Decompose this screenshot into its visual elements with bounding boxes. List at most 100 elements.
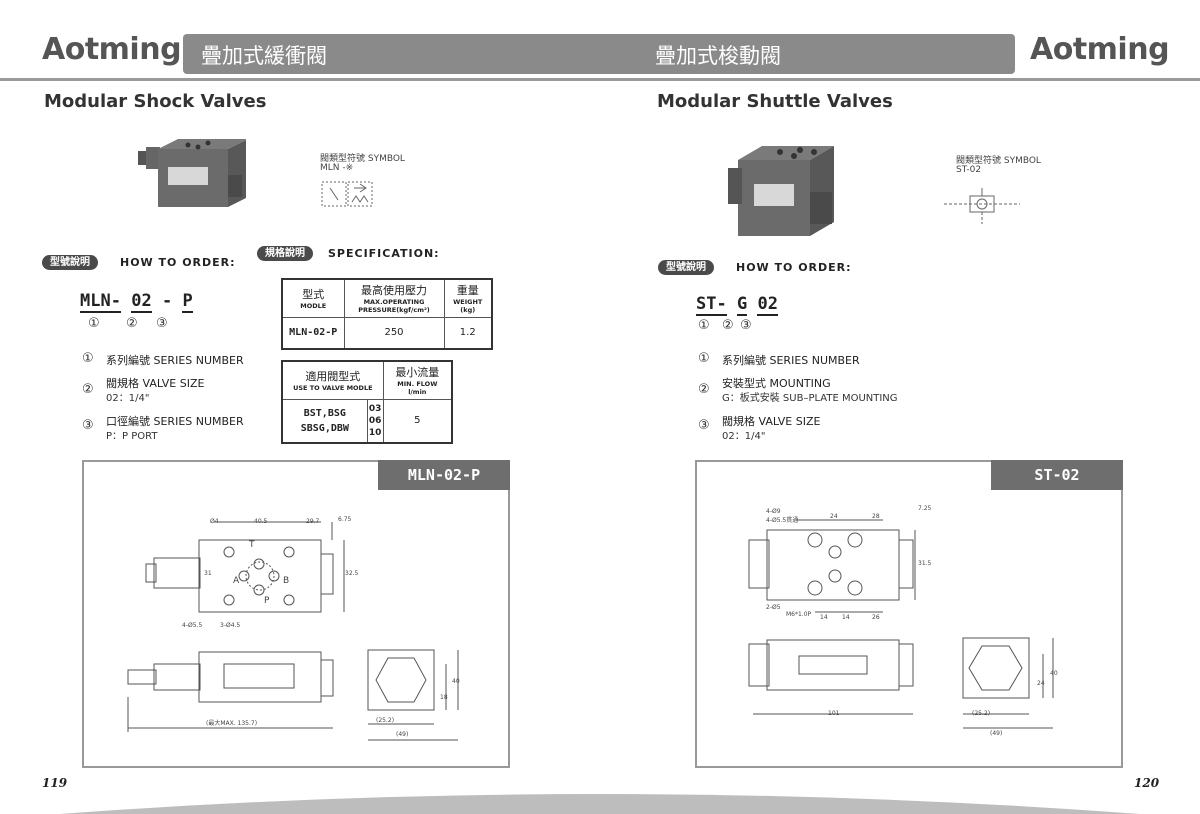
code-part: ST-: [696, 294, 727, 316]
td-size: 10: [368, 427, 382, 438]
dim: 24: [1037, 680, 1045, 687]
page-number-right: 120: [1134, 776, 1160, 790]
dim: 6.75: [338, 516, 352, 523]
th-pressure: 最高使用壓力: [361, 284, 427, 298]
code-num: ②: [126, 316, 138, 331]
shock-valve-drawing: [127, 521, 459, 741]
right-drawing-frame: ST-02: [695, 460, 1123, 768]
dim: 101: [828, 710, 840, 717]
item-num: ③: [698, 418, 710, 433]
dim: 40: [1050, 670, 1058, 677]
dim: (25.2): [376, 717, 395, 724]
dim: 7.25: [918, 505, 932, 512]
dim: 26: [872, 614, 880, 621]
item-num: ②: [82, 382, 94, 397]
dim: 18: [440, 694, 448, 701]
th-pressure-en: MAX.OPERATING PRESSURE(kgf/cm²): [358, 298, 430, 315]
spec-label: SPECIFICATION:: [328, 247, 440, 260]
right-symbol-label: 閥類型符號 SYMBOL: [956, 156, 1041, 166]
right-drawing-tag: ST-02: [991, 460, 1123, 490]
code-part: P: [182, 291, 193, 313]
left-order-label: HOW TO ORDER:: [120, 256, 236, 269]
port-label: T: [249, 540, 255, 550]
dim: 31: [204, 570, 212, 577]
item-sub: 02：1/4": [722, 431, 766, 442]
item-title: 閥規格 VALVE SIZE: [106, 377, 205, 390]
item-title: 閥規格 VALVE SIZE: [722, 415, 821, 428]
td-size: 06: [368, 415, 382, 426]
item-title: 系列編號 SERIES NUMBER: [106, 354, 244, 367]
item-num: ①: [698, 351, 710, 366]
header-left-title: 疊加式緩衝閥: [201, 44, 327, 68]
code-num: ③: [156, 316, 168, 331]
dim: 31.5: [918, 560, 932, 567]
dim: 14: [820, 614, 828, 621]
dim: (25.2): [972, 710, 991, 717]
shuttle-valve-drawing: [748, 519, 1054, 729]
brand-logo-right: Aotming: [1030, 32, 1170, 67]
footer-swoosh: [60, 794, 1140, 814]
shuttle-valve-symbol: [944, 188, 1020, 224]
td-flow: 5: [382, 398, 453, 444]
right-symbol-code: ST-02: [956, 165, 982, 175]
code-num: ①: [698, 318, 710, 333]
item-title: 口徑編號 SERIES NUMBER: [106, 415, 244, 428]
port-label: P: [264, 596, 270, 606]
th-flow-en: MIN. FLOW l/min: [397, 380, 438, 397]
left-drawing-tag: MLN-02-P: [378, 460, 510, 490]
dim: 24: [830, 513, 838, 520]
right-order-label: HOW TO ORDER:: [736, 261, 852, 274]
item-sub: P：P PORT: [106, 431, 158, 442]
item-title: 系列編號 SERIES NUMBER: [722, 354, 860, 367]
header-rule: [0, 78, 1200, 81]
dim: 4-Ø9: [766, 508, 781, 515]
dim: 14: [842, 614, 850, 621]
shock-valve-photo: [138, 139, 246, 207]
item-sub: 02：1/4": [106, 393, 150, 404]
dim: 40: [452, 678, 460, 685]
code-part: -: [161, 291, 173, 311]
dim: M6*1.0P: [786, 611, 812, 618]
spec-badge: 規格說明: [257, 246, 313, 261]
shuttle-valve-photo: [728, 146, 834, 236]
th-model: 型式: [302, 288, 325, 302]
dim: 40.5: [254, 518, 268, 525]
dim: 2-Ø5: [766, 604, 781, 611]
dim: 29.7: [306, 518, 320, 525]
td-models: BST,BSG SBSG,DBW: [281, 398, 368, 444]
th-use-en: USE TO VALVE MODLE: [293, 384, 373, 393]
item-num: ③: [82, 418, 94, 433]
left-page-title: Modular Shock Valves: [44, 91, 267, 112]
code-part: MLN-: [80, 291, 121, 313]
dim: 4-Ø5.5: [182, 622, 203, 629]
left-symbol-label: 閥類型符號 SYMBOL: [320, 154, 405, 164]
dim: 28: [872, 513, 880, 520]
dim: (最大MAX. 135.7): [206, 720, 258, 727]
brand-logo-left: Aotming: [42, 32, 182, 67]
page-number-left: 119: [42, 776, 68, 790]
th-use: 適用閥型式: [305, 370, 361, 384]
dim: 4-Ø5.5貫通: [766, 517, 799, 524]
right-order-badge: 型號說明: [658, 260, 714, 275]
dim: 32.5: [345, 570, 359, 577]
item-num: ②: [698, 382, 710, 397]
left-order-badge: 型號說明: [42, 255, 98, 270]
dim: (49): [990, 730, 1003, 737]
item-sub: G：板式安裝 SUB–PLATE MOUNTING: [722, 393, 898, 404]
td-weight: 1.2: [443, 316, 493, 350]
td-pressure: 250: [343, 316, 445, 350]
left-order-code: MLN- 02 - P: [80, 291, 193, 313]
dim: Ø4: [210, 518, 219, 525]
code-part: 02: [131, 291, 152, 313]
right-page-title: Modular Shuttle Valves: [657, 91, 893, 112]
dim: 3-Ø4.5: [220, 622, 241, 629]
dim: (49): [396, 731, 409, 738]
shock-valve-symbol: [321, 181, 373, 207]
code-num: ③: [740, 318, 752, 333]
th-model-en: MODLE: [300, 302, 327, 311]
th-flow: 最小流量: [395, 366, 440, 380]
item-title: 安裝型式 MOUNTING: [722, 377, 831, 390]
header-bar: 疊加式緩衝閥 疊加式梭動閥: [183, 34, 1015, 74]
